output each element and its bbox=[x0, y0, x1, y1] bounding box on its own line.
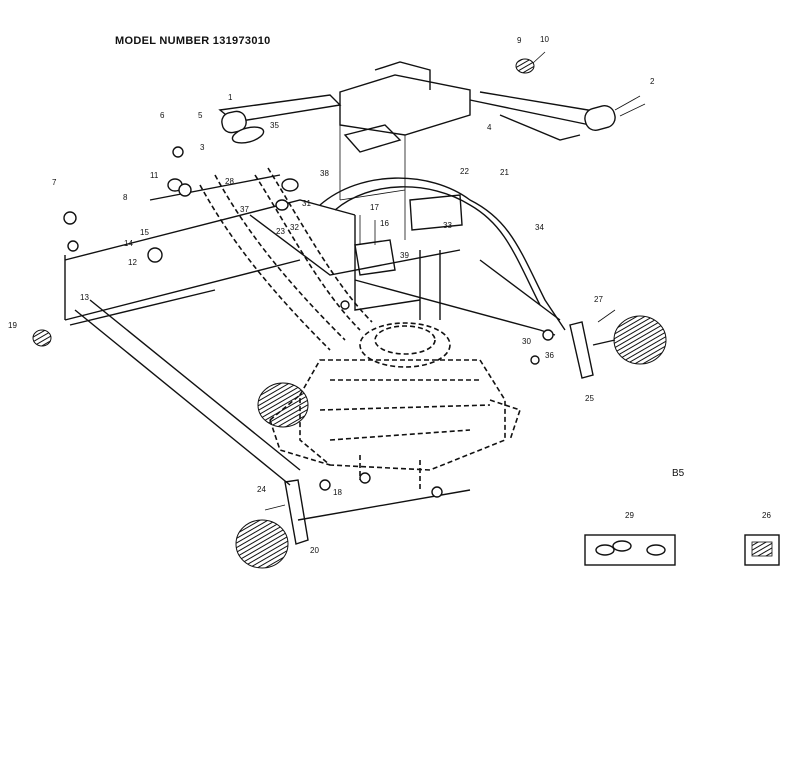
callout-29: 29 bbox=[625, 511, 634, 520]
callout-26: 26 bbox=[762, 511, 771, 520]
callout-39: 39 bbox=[400, 251, 409, 260]
callout-19: 19 bbox=[8, 321, 17, 330]
callout-1: 1 bbox=[228, 93, 233, 102]
diagram-code: B5 bbox=[672, 468, 685, 479]
callout-32: 32 bbox=[290, 223, 299, 232]
wheel-icon bbox=[613, 315, 667, 365]
callout-31: 31 bbox=[302, 199, 311, 208]
callout-labels: 1 2 3 4 5 6 7 8 9 10 11 12 13 14 15 16 1… bbox=[8, 35, 771, 555]
model-number-title: MODEL NUMBER 131973010 bbox=[115, 35, 271, 47]
callout-37: 37 bbox=[240, 205, 249, 214]
callout-30: 30 bbox=[522, 337, 531, 346]
callout-15: 15 bbox=[140, 228, 149, 237]
callout-33: 33 bbox=[443, 221, 452, 230]
callout-34: 34 bbox=[535, 223, 544, 232]
callout-28: 28 bbox=[225, 177, 234, 186]
callout-20: 20 bbox=[310, 546, 319, 555]
callout-25: 25 bbox=[585, 394, 594, 403]
callout-23: 23 bbox=[276, 227, 285, 236]
control-cable bbox=[319, 177, 566, 331]
callout-11: 11 bbox=[150, 171, 159, 180]
callout-10: 10 bbox=[540, 35, 549, 44]
callout-4: 4 bbox=[487, 123, 492, 132]
callout-16: 16 bbox=[380, 219, 389, 228]
handle-assembly bbox=[218, 51, 646, 240]
hardware bbox=[63, 146, 554, 498]
callout-27: 27 bbox=[594, 295, 603, 304]
callout-14: 14 bbox=[124, 239, 133, 248]
callout-5: 5 bbox=[198, 111, 203, 120]
wheel-icon bbox=[32, 329, 52, 347]
callout-18: 18 bbox=[333, 488, 342, 497]
wheel-icon bbox=[235, 519, 289, 569]
callout-35: 35 bbox=[270, 121, 279, 130]
callout-36: 36 bbox=[545, 351, 554, 360]
callout-9: 9 bbox=[517, 36, 522, 45]
callout-21: 21 bbox=[500, 168, 509, 177]
callout-2: 2 bbox=[650, 77, 655, 86]
knob-icon bbox=[515, 58, 535, 74]
callout-38: 38 bbox=[320, 169, 329, 178]
wheels bbox=[32, 309, 667, 569]
wheel-icon bbox=[257, 382, 309, 428]
callout-13: 13 bbox=[80, 293, 89, 302]
callout-6: 6 bbox=[160, 111, 165, 120]
parts-kit-inset bbox=[584, 534, 780, 566]
callout-17: 17 bbox=[370, 203, 379, 212]
callout-22: 22 bbox=[460, 167, 469, 176]
callout-7: 7 bbox=[52, 178, 57, 187]
callout-12: 12 bbox=[128, 258, 137, 267]
callout-8: 8 bbox=[123, 193, 128, 202]
callout-3: 3 bbox=[200, 143, 205, 152]
callout-24: 24 bbox=[257, 485, 266, 494]
